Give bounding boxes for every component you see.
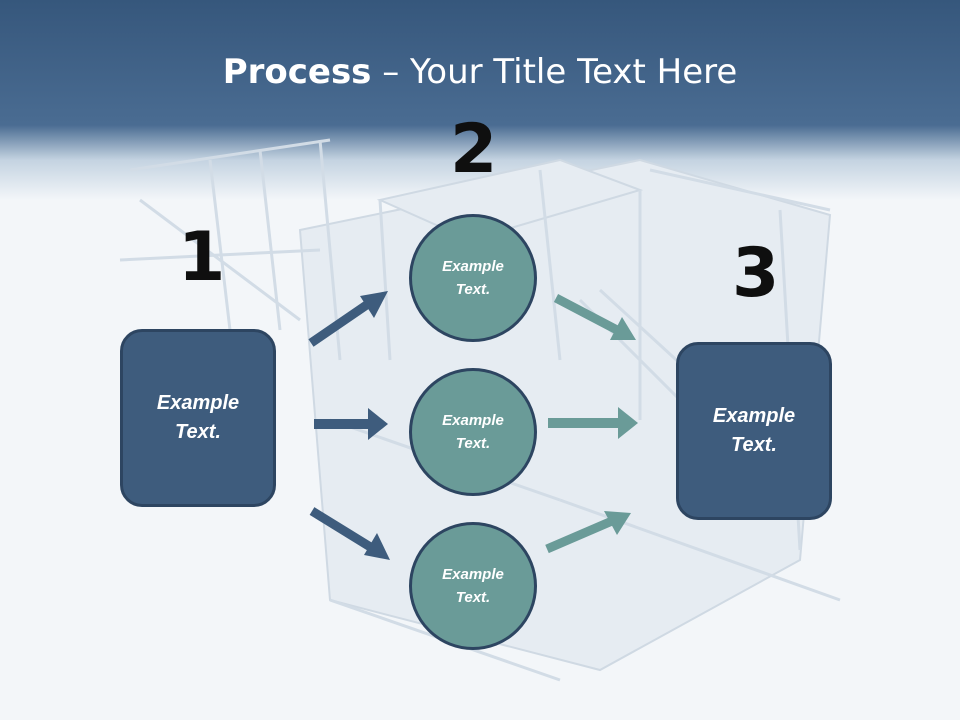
step-number-1: 1 — [178, 218, 226, 297]
step1-box[interactable]: Example Text. — [120, 329, 276, 507]
step2-circle-bottom[interactable]: Example Text. — [409, 522, 537, 650]
arrow-bottom-circle-to-right-box — [545, 511, 631, 554]
step-number-3: 3 — [732, 234, 780, 313]
title-rest: – Your Title Text Here — [371, 52, 738, 92]
arrow-to-bottom-circle — [309, 507, 390, 560]
circle-bottom-line2: Text. — [455, 589, 491, 606]
circle-top-line2: Text. — [455, 281, 491, 298]
circle-middle-line1: Example — [442, 412, 504, 429]
arrow-middle-circle-to-right-box — [548, 407, 638, 439]
step3-box[interactable]: Example Text. — [676, 342, 832, 520]
step2-circle-middle[interactable]: Example Text. — [409, 368, 537, 496]
step3-box-line2: Text. — [731, 434, 777, 456]
step-number-2: 2 — [450, 110, 498, 189]
circle-middle-line2: Text. — [455, 435, 491, 452]
step3-box-line1: Example — [712, 405, 796, 427]
step1-box-line2: Text. — [175, 421, 221, 443]
title-bold: Process — [222, 52, 372, 92]
step1-box-line1: Example — [156, 392, 240, 414]
arrow-to-top-circle — [308, 291, 388, 347]
arrow-top-circle-to-right-box — [553, 294, 636, 340]
arrow-to-middle-circle — [314, 408, 388, 440]
slide-title: Process – Your Title Text Here — [0, 52, 960, 92]
circle-bottom-line1: Example — [442, 566, 504, 583]
circle-top-line1: Example — [442, 258, 504, 275]
step2-circle-top[interactable]: Example Text. — [409, 214, 537, 342]
